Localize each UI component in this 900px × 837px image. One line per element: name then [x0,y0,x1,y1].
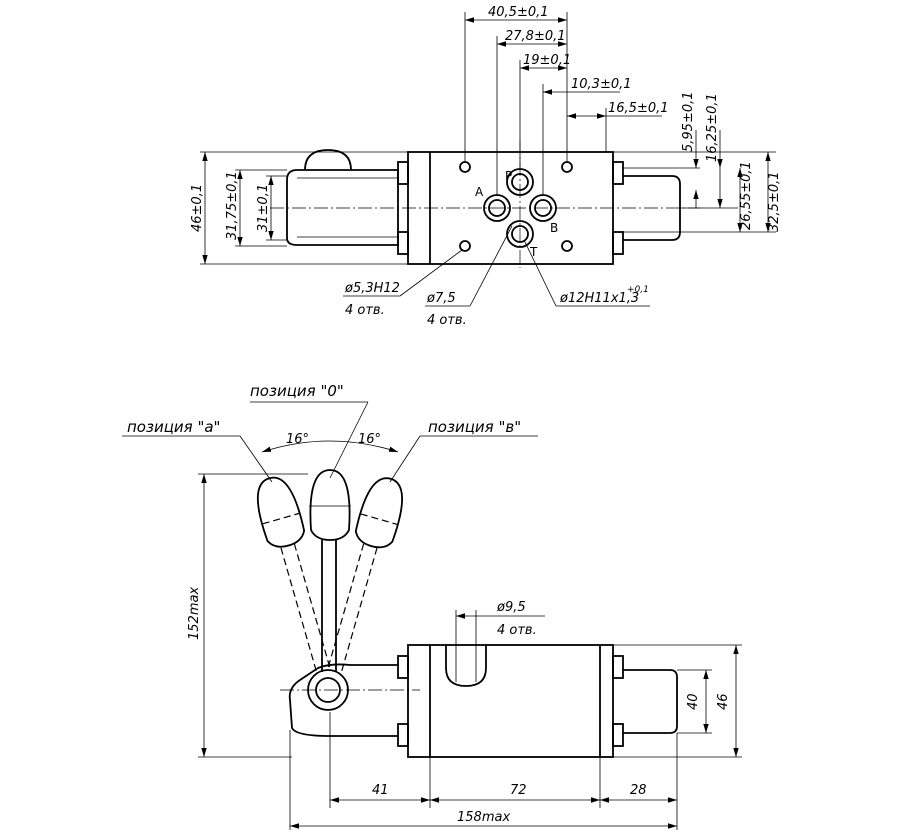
lever-housing [288,663,398,737]
stud [612,723,624,747]
mounting-hole [561,240,573,252]
solenoid-right-cap [623,669,678,734]
stud [397,723,409,747]
position-label-b: позиция "в" [428,418,521,436]
angle-label-left: 16° [286,432,309,447]
port-label-p: P [505,169,512,183]
position-label-zero: позиция "0" [250,382,344,400]
callout-hole-count: 4 отв. [345,303,385,318]
top-view: P A B T 40,5±0,1 27,8±0,1 19±0,1 10,3±0,… [190,5,782,328]
leader-line [239,435,273,483]
dim-label-46: 46 [716,693,731,710]
port-label-b: B [550,221,558,235]
leader-line [329,401,369,479]
dim-label: 16,25±0,1 [705,93,720,162]
stud [397,655,409,679]
lever-knob [309,469,351,541]
stud [612,161,624,185]
dim-label: 46±0,1 [190,184,205,232]
dim-label: 40,5±0,1 [488,5,549,20]
callout-port-size: ø7,5 [426,291,456,306]
dim-label: 32,5±0,1 [767,171,782,232]
callout-counterbore-count: 4 отв. [497,623,537,638]
dim-label-length-total: 158max [457,810,510,825]
dim-label: 31,75±0,1 [225,171,240,240]
mounting-hole [459,240,471,252]
port-a-inner [488,199,506,217]
lever-hub-top [304,149,352,171]
callout-hole-size: ø5,3H12 [344,281,400,296]
valve-body-side [407,644,614,758]
dim-label-28: 28 [630,783,647,798]
mounting-hole [561,161,573,173]
side-view: 16° 16° позиция "0" позиция "а" позиция … [122,382,742,830]
callout-counterbore-size: ø9,5 [496,600,526,615]
lever-position-a [256,476,332,675]
stud [612,231,624,255]
callout-port-count: 4 отв. [427,313,467,328]
lever-position-b [326,477,403,675]
position-label-a: позиция "а" [127,418,220,436]
stud [397,161,409,185]
dim-label: 16,5±0,1 [608,101,669,116]
dim-label-41: 41 [372,783,389,798]
counterbore [445,645,487,687]
dim-label-72: 72 [510,783,527,798]
dim-label: 5,95±0,1 [681,91,696,152]
callout-groove-size: ø12H11x1,3 [559,291,639,306]
port-label-a: A [475,185,484,199]
callout-groove-tol: +0,1 [627,285,649,295]
leader-line [399,249,463,297]
dim-label: 19±0,1 [523,53,571,68]
leader-line [389,435,421,483]
dim-label-40: 40 [686,693,701,710]
leader-line [523,239,557,307]
mounting-hole [459,161,471,173]
stud [397,231,409,255]
leader-line [469,225,513,307]
dim-label: 27,8±0,1 [505,29,566,44]
solenoid-left-body [286,169,399,246]
angle-label-right: 16° [358,432,381,447]
dim-label: 26,55±0,1 [739,161,754,230]
dim-label: 31±0,1 [256,184,271,232]
port-label-t: T [529,245,538,259]
dim-label-height-total: 152max [187,587,202,640]
dim-label: 10,3±0,1 [571,77,632,92]
stud [612,655,624,679]
angle-arc [261,440,399,453]
